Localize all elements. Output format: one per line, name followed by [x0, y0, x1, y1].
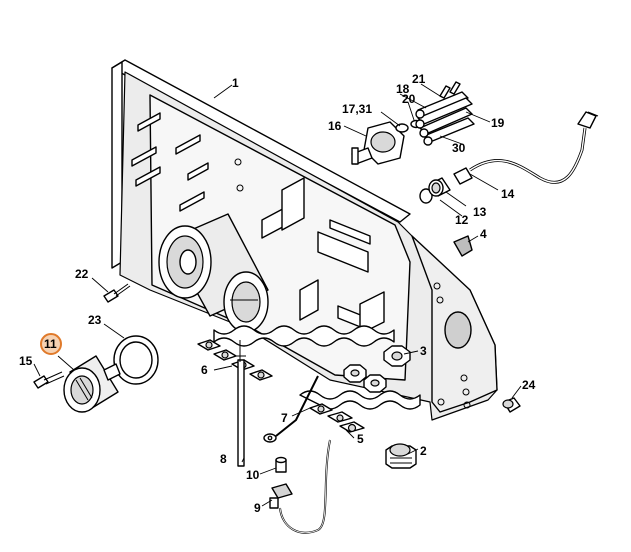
callout-4: 4	[480, 227, 487, 241]
callout-18: 18	[396, 82, 410, 96]
leader-lines	[33, 83, 522, 507]
screw-part-22[interactable]	[103, 283, 131, 303]
callout-13: 13	[473, 205, 487, 219]
callout-5: 5	[357, 432, 364, 446]
callout-10: 10	[246, 468, 260, 482]
callout-2: 2	[420, 444, 427, 458]
callout-23: 23	[88, 313, 102, 327]
callout-15: 15	[19, 354, 33, 368]
knob-part-11[interactable]	[63, 355, 121, 413]
terminal-part-6[interactable]	[197, 339, 273, 381]
ring-part-17-31[interactable]	[395, 123, 409, 133]
callout-19: 19	[491, 116, 505, 130]
callout-21: 21	[412, 72, 426, 86]
callout-labels: 1 2 3 4 5 6 7 8 9 10 11 12 13 14 15 16 1…	[19, 72, 536, 515]
callout-11: 11	[44, 337, 57, 351]
callout-30: 30	[452, 141, 466, 155]
sensor-cable-part-14[interactable]	[453, 111, 599, 185]
callout-8: 8	[220, 452, 227, 466]
gland-part-2[interactable]	[385, 443, 417, 469]
plug-cluster-parts-18-19-21-30[interactable]	[415, 81, 475, 146]
callout-11-highlight[interactable]: 11	[40, 333, 62, 355]
probe-part-8[interactable]	[236, 340, 246, 467]
o-ring-part-12[interactable]	[419, 188, 433, 204]
callout-16: 16	[328, 119, 342, 133]
plug-part-24[interactable]	[502, 397, 521, 413]
connector-part-9[interactable]	[269, 439, 331, 534]
callout-22: 22	[75, 267, 89, 281]
callout-3: 3	[420, 344, 427, 358]
screw-part-15[interactable]	[33, 371, 65, 389]
seal-ring-part-23[interactable]	[113, 335, 159, 385]
callout-7: 7	[281, 411, 288, 425]
callout-1: 1	[232, 76, 239, 90]
housing-part-1[interactable]	[111, 59, 498, 421]
switch-part-16[interactable]	[351, 121, 405, 165]
callout-14: 14	[501, 187, 515, 201]
fitting-part-13[interactable]	[428, 177, 451, 197]
callout-9: 9	[254, 501, 261, 515]
callout-20: 20	[402, 92, 416, 106]
callout-12: 12	[455, 213, 469, 227]
nut-part-3[interactable]	[343, 345, 411, 393]
callout-24: 24	[522, 378, 536, 392]
callout-17-31: 17,31	[342, 102, 372, 116]
callout-6: 6	[201, 363, 208, 377]
terminal-part-5[interactable]	[309, 403, 365, 433]
cap-part-10[interactable]	[275, 456, 287, 473]
ground-lead-part-7[interactable]	[263, 375, 319, 443]
clip-part-4[interactable]	[453, 235, 473, 257]
